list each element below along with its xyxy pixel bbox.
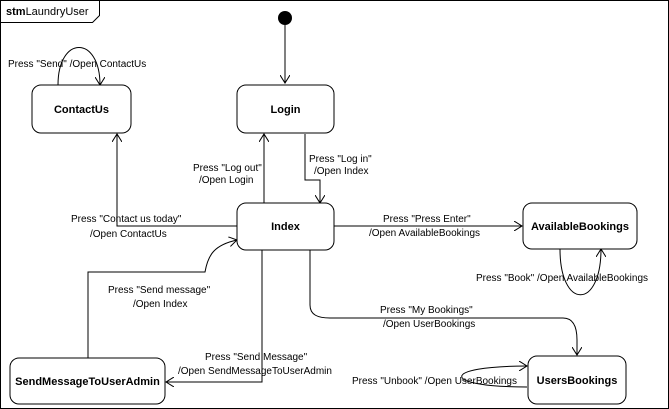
state-index: Index <box>236 202 335 251</box>
edge-index-to-usersbookings <box>309 250 577 355</box>
edge-index-to-sendmessage <box>166 250 263 382</box>
edge-login-to-index <box>304 134 320 203</box>
state-label-usersbookings: UsersBookings <box>537 375 618 387</box>
label-enter-line1: Press "Press Enter" <box>383 214 471 225</box>
edge-availablebookings-self <box>559 249 601 295</box>
label-login-line2: /Open Index <box>314 166 368 177</box>
label-sendmessage-line2: /Open SendMessageToUserAdmin <box>178 366 332 377</box>
edge-sendmessage-to-index <box>87 240 237 358</box>
label-logout-line1: Press "Log out" <box>193 163 262 174</box>
label-enter-line2: /Open AvailableBookings <box>369 228 480 239</box>
state-contactus: ContactUs <box>31 84 132 134</box>
state-label-availablebookings: AvailableBookings <box>531 221 629 233</box>
edge-contactus-self <box>57 47 100 86</box>
label-contact-line1: Press "Contact us today" <box>71 214 182 225</box>
label-unbook-self: Press "Unbook" /Open UserBookings <box>352 376 517 387</box>
initial-node <box>278 11 292 25</box>
state-label-contactus: ContactUs <box>54 104 109 116</box>
frame-keyword: stm <box>6 6 26 18</box>
frame-title: stmLaundryUser <box>6 6 89 18</box>
state-label-index: Index <box>271 221 301 233</box>
label-contactus-self: Press "Send" /Open ContactUs <box>8 59 146 70</box>
label-contact-line2: /Open ContactUs <box>90 229 167 240</box>
label-book-self: Press "Book" /Open AvailableBookings <box>476 273 648 284</box>
edge-index-to-contactus <box>117 134 237 227</box>
label-sendmessage-back-line1: Press "Send message" <box>108 285 211 296</box>
label-mybookings-line1: Press "My Bookings" <box>380 305 473 316</box>
frame-name: LaundryUser <box>26 6 89 18</box>
state-usersbookings: UsersBookings <box>527 355 627 405</box>
label-logout-line2: /Open Login <box>199 175 254 186</box>
label-sendmessage-back-line2: /Open Index <box>133 299 187 310</box>
state-sendmessagetouseradmin: SendMessageToUserAdmin <box>9 357 166 405</box>
state-label-sendmessagetouseradmin: SendMessageToUserAdmin <box>15 376 160 388</box>
label-sendmessage-line1: Press "Send Message" <box>205 352 308 363</box>
frame-tab <box>0 0 100 23</box>
state-label-login: Login <box>271 104 301 116</box>
label-mybookings-line2: /Open UserBookings <box>383 319 475 330</box>
label-login-line1: Press "Log in" <box>309 154 372 165</box>
edge-usersbookings-self <box>461 366 527 388</box>
state-login: Login <box>236 84 335 134</box>
state-availablebookings: AvailableBookings <box>522 202 638 250</box>
